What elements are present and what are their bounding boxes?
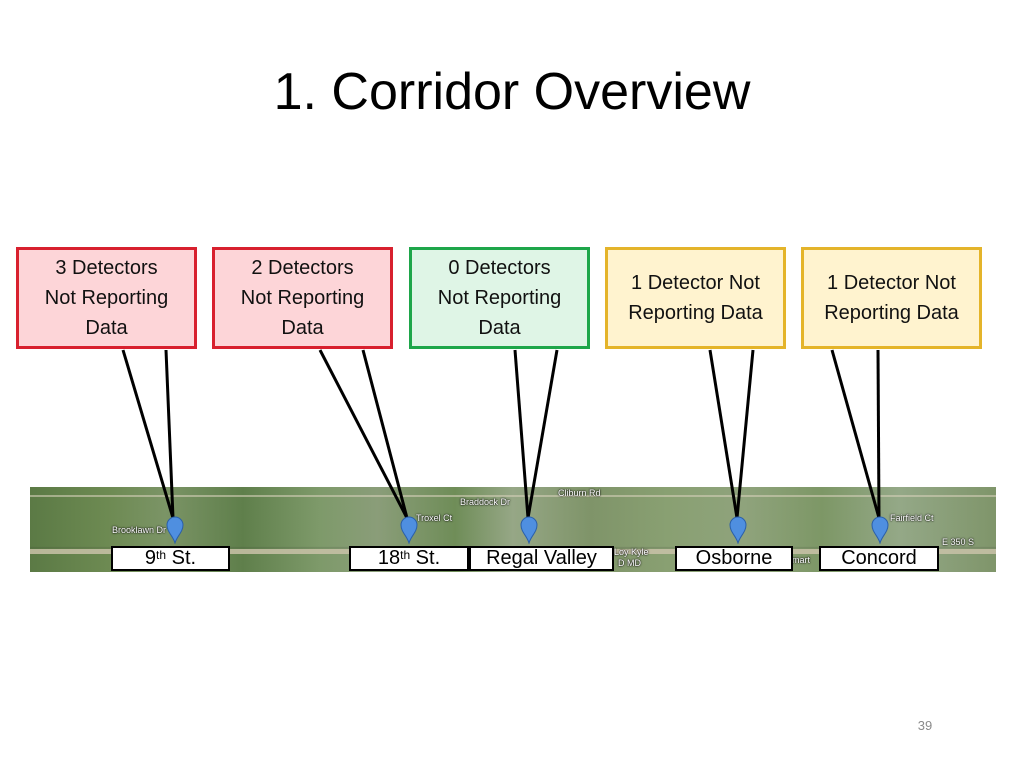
map-label: Braddock Dr — [460, 497, 511, 507]
map-label: mart — [792, 555, 810, 565]
street-label-concord: Concord — [819, 546, 939, 571]
street-label-ordinal: th — [400, 548, 411, 562]
street-label-regal-valley: Regal Valley — [469, 546, 614, 571]
map-label: Brooklawn Dr — [112, 525, 167, 535]
callout-18th-st: 2 Detectors Not Reporting Data — [212, 247, 393, 349]
callout-regal-valley: 0 Detectors Not Reporting Data — [409, 247, 590, 349]
page-number: 39 — [917, 718, 933, 733]
map-label: Loy Kyle — [614, 547, 649, 557]
street-label-ordinal: th — [156, 548, 167, 562]
callout-text: 1 Detector Not Reporting Data — [628, 272, 763, 324]
street-label-osborne: Osborne — [675, 546, 793, 571]
map-label: Troxel Ct — [416, 513, 453, 523]
street-label-9th: 9th St. — [111, 546, 230, 571]
street-label-suffix: St. — [410, 547, 441, 569]
street-label-text: 9 — [144, 547, 157, 569]
map-road-north — [30, 495, 996, 497]
callout-text: 1 Detector Not Reporting Data — [824, 272, 959, 324]
callout-text: 2 Detectors Not Reporting Data — [240, 257, 365, 339]
street-label-18th: 18th St. — [349, 546, 469, 571]
callout-9th-st: 3 Detectors Not Reporting Data — [16, 247, 197, 349]
callout-text: 3 Detectors Not Reporting Data — [44, 257, 169, 339]
street-label-suffix: St. — [166, 547, 197, 569]
map-label: E 350 S — [942, 537, 975, 547]
map-label: Cliburn Rd — [558, 488, 601, 498]
map-pin-icon — [166, 516, 184, 544]
callout-concord: 1 Detector Not Reporting Data — [801, 247, 982, 349]
street-label-text: Regal Valley — [486, 547, 597, 569]
slide-title: 1. Corridor Overview — [273, 63, 751, 121]
map-pin-icon — [400, 516, 418, 544]
map-pin-icon — [871, 516, 889, 544]
map-pin-icon — [520, 516, 538, 544]
street-label-text: 18 — [377, 547, 401, 569]
street-label-text: Osborne — [695, 547, 773, 569]
map-label: D MD — [618, 558, 641, 568]
street-label-text: Concord — [841, 547, 917, 569]
callout-text: 0 Detectors Not Reporting Data — [437, 257, 562, 339]
callout-osborne: 1 Detector Not Reporting Data — [605, 247, 786, 349]
map-pin-icon — [729, 516, 747, 544]
map-label: Fairfield Ct — [890, 513, 934, 523]
